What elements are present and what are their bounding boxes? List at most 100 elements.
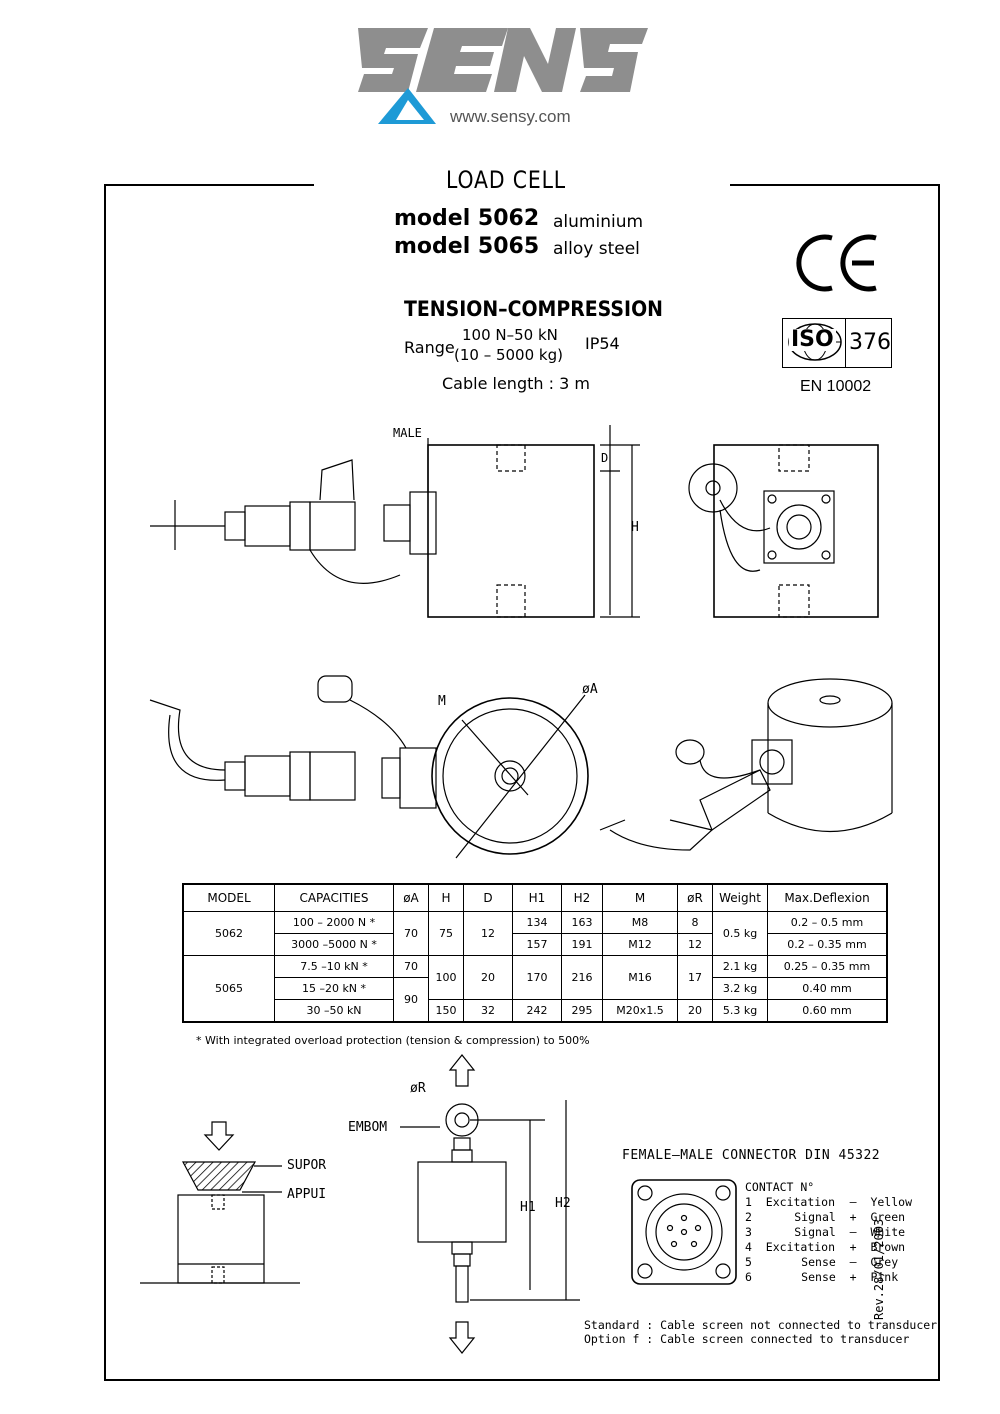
label-m: M: [438, 694, 446, 709]
label-embom: EMBOM: [348, 1120, 388, 1135]
contact-list: CONTACT N° 1 Excitation – Yellow 2 Signa…: [745, 1180, 912, 1285]
table-header-row: MODEL CAPACITIES øA H D H1 H2 M øR Weigh…: [182, 883, 888, 912]
table-row: 5065 7.5 –10 kN * 70 100 20 170 216 M16 …: [182, 955, 888, 1023]
en-standard: EN 10002: [800, 378, 872, 395]
label-supor: SUPOR: [287, 1158, 327, 1173]
cell-weight: 5.3 kg: [712, 999, 768, 1023]
table-header: M: [602, 883, 678, 912]
note-standard: Standard : Cable screen not connected to…: [584, 1318, 938, 1332]
table-header: H: [428, 883, 464, 912]
model-5065-label: model 5065: [394, 234, 540, 259]
cell-m: M12: [602, 933, 678, 956]
table-header: MODEL: [182, 883, 275, 912]
contact-row: 5 Sense – Grey: [745, 1255, 899, 1269]
iso-text: ISO: [789, 327, 836, 352]
model-5065-material: alloy steel: [553, 239, 640, 259]
model-5062-material: aluminium: [553, 212, 644, 232]
cell-deflexion: 0.2 – 0.35 mm: [767, 933, 888, 956]
contact-row: 3 Signal – White: [745, 1225, 906, 1239]
logo: [358, 20, 648, 130]
table-row: 30 –50 kN 150 32 242 295 M20x1.5 20 5.3 …: [183, 999, 888, 1023]
table-header: øA: [393, 883, 429, 912]
cell-m: M8: [602, 911, 678, 934]
label-diam-r: øR: [410, 1081, 426, 1096]
cell-h2: 295: [561, 999, 603, 1023]
cable-length: Cable length : 3 m: [442, 374, 590, 393]
frame-top-left: [104, 184, 314, 186]
frame-top-right: [730, 184, 940, 186]
cell-r: 12: [677, 933, 713, 956]
contact-row: 2 Signal + Green: [745, 1210, 906, 1224]
cell-r: 17: [677, 955, 713, 1000]
table-header: CAPACITIES: [274, 883, 394, 912]
cell-h1: 157: [512, 933, 562, 956]
cell-a: 90: [393, 977, 429, 1023]
cell-model: 5065: [182, 955, 275, 1023]
table-row: 3000 –5000 N * 157 191 M12 12 0.2 – 0.35…: [183, 933, 888, 956]
label-h1: H1: [520, 1200, 536, 1215]
cell-d: 32: [463, 999, 513, 1023]
cell-capacity: 7.5 –10 kN *: [274, 955, 394, 978]
mount-drawing: [140, 1121, 300, 1284]
top-view-drawing: [149, 675, 589, 859]
cell-weight: 2.1 kg: [712, 955, 768, 978]
cell-capacity: 30 –50 kN: [274, 999, 394, 1023]
table-row: 15 –20 kN * 90 3.2 kg 0.40 mm: [183, 977, 888, 1023]
cell-deflexion: 0.25 – 0.35 mm: [767, 955, 888, 978]
frame-right: [938, 184, 940, 1381]
cell-m: M20x1.5: [602, 999, 678, 1023]
cell-capacity: 100 – 2000 N *: [274, 911, 394, 934]
isometric-view-drawing: [599, 678, 893, 851]
protection-rating: IP54: [585, 334, 620, 353]
table-header: øR: [677, 883, 713, 912]
iso-number: 376: [849, 330, 891, 355]
range-value: 100 N–50 kN: [462, 326, 558, 344]
connector-title: FEMALE–MALE CONNECTOR DIN 45322: [622, 1148, 881, 1163]
label-male: MALE: [393, 426, 422, 440]
page-title: LOAD CELL: [446, 166, 567, 194]
table-header: D: [463, 883, 513, 912]
back-view-drawing: [688, 444, 879, 618]
cell-deflexion: 0.60 mm: [767, 999, 888, 1023]
cell-h1: 170: [512, 955, 562, 1000]
note-option: Option f : Cable screen connected to tra…: [584, 1332, 910, 1346]
cell-capacity: 15 –20 kN *: [274, 977, 394, 1000]
cell-capacity: 3000 –5000 N *: [274, 933, 394, 956]
cell-a: 70: [393, 911, 429, 956]
ce-mark: [794, 232, 884, 298]
table-row: 5062 100 – 2000 N * 70 75 12 134 163 M8 …: [182, 911, 888, 956]
label-diam-a: øA: [582, 682, 598, 697]
cell-deflexion: 0.40 mm: [767, 977, 888, 1000]
cell-h: 100: [428, 955, 464, 1000]
contact-row: 1 Excitation – Yellow: [745, 1195, 912, 1209]
cell-h: 75: [428, 911, 464, 956]
label-h2: H2: [555, 1196, 571, 1211]
cell-h2: 191: [561, 933, 603, 956]
type-heading: TENSION–COMPRESSION: [404, 297, 663, 321]
frame-left: [104, 184, 106, 1381]
cell-weight: 0.5 kg: [712, 911, 768, 956]
revision-stamp: Rev.28/01/2003: [872, 1218, 886, 1320]
cell-h2: 216: [561, 955, 603, 1000]
cell-h1: 134: [512, 911, 562, 934]
contact-row: 6 Sense + Pink: [745, 1270, 899, 1284]
table-header: H2: [561, 883, 603, 912]
cell-h1: 242: [512, 999, 562, 1023]
cell-model: 5062: [182, 911, 275, 956]
footnote: * With integrated overload protection (t…: [196, 1034, 590, 1047]
label-h: H: [631, 520, 639, 535]
range-kg: (10 – 5000 kg): [454, 346, 563, 364]
cell-r: 8: [677, 911, 713, 934]
connector-face-drawing: [631, 1179, 737, 1285]
cell-deflexion: 0.2 – 0.5 mm: [767, 911, 888, 934]
range-label: Range: [404, 338, 455, 357]
table-header: Weight: [712, 883, 768, 912]
cell-h: 150: [428, 999, 464, 1023]
model-5062-label: model 5062: [394, 206, 540, 231]
label-appui: APPUI: [287, 1187, 327, 1202]
cell-a: 70: [393, 955, 429, 978]
specifications-table: MODEL CAPACITIES øA H D H1 H2 M øR Weigh…: [182, 883, 888, 1023]
cell-d: 12: [463, 911, 513, 956]
label-d: D: [601, 451, 609, 465]
